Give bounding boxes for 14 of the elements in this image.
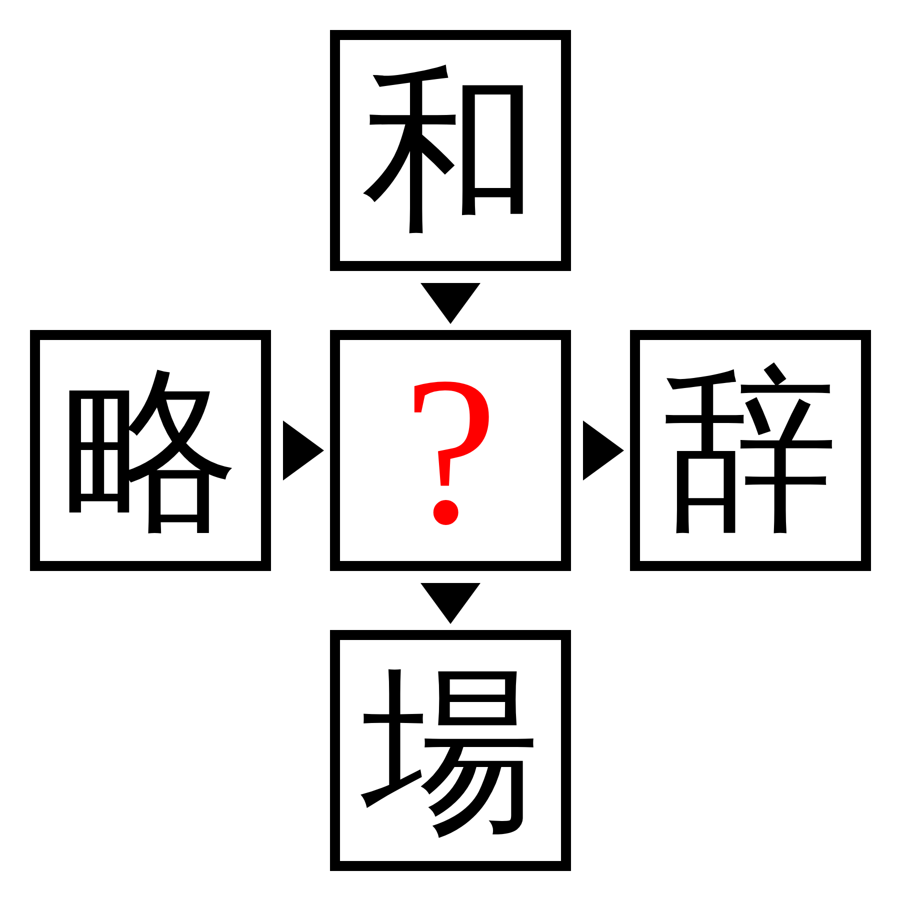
arrow: [583, 420, 624, 480]
arrow: [420, 283, 480, 324]
character-text: 場: [362, 662, 540, 840]
square-box: [330, 330, 571, 571]
square-box: [630, 330, 871, 571]
square-box: [330, 630, 571, 871]
character-text: 和: [362, 62, 540, 240]
arrow: [283, 420, 324, 480]
character-text: 辞: [662, 362, 840, 540]
character-text: 略: [62, 362, 240, 540]
question-mark: ?: [403, 344, 498, 556]
square-box: [330, 30, 571, 271]
square-box: [30, 330, 271, 571]
arrow: [420, 583, 480, 624]
